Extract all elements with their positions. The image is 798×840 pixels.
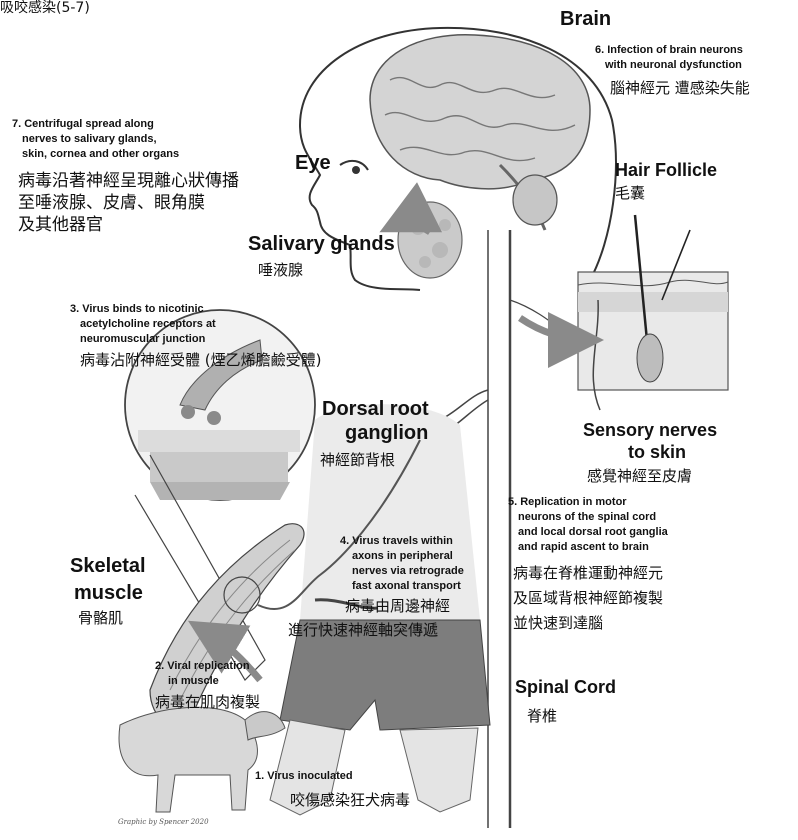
eye-label: Eye bbox=[295, 152, 331, 175]
step-3-line-3: neuromuscular junction bbox=[80, 333, 205, 346]
step-7-zh-3: 及其他器官 bbox=[18, 216, 103, 236]
skeletal-muscle-line-1: Skeletal bbox=[70, 555, 146, 578]
step-7-line-1: 7. Centrifugal spread along bbox=[12, 118, 154, 131]
dorsal-root-ganglion-zh: 神經節背根 bbox=[320, 452, 395, 469]
step-4-line-1: 4. Virus travels within bbox=[340, 535, 453, 548]
hair-follicle-label: Hair Follicle bbox=[615, 160, 717, 181]
step-4-line-2: axons in peripheral bbox=[352, 550, 453, 563]
brain-illustration bbox=[370, 35, 590, 230]
step-5-zh-3: 並快速到達腦 bbox=[513, 615, 603, 632]
step-4-line-4: fast axonal transport bbox=[352, 580, 461, 593]
step-2-line-1: 2. Viral replication bbox=[155, 660, 250, 673]
step-3-zh: 病毒沾附神經受體 (煙乙烯膽鹼受體) bbox=[80, 352, 321, 369]
step-6-line-1: 6. Infection of brain neurons bbox=[595, 44, 743, 57]
artist-signature: Graphic by Spencer 2020 bbox=[118, 818, 209, 826]
header-fragment: 吸咬感染(5-7) bbox=[0, 0, 90, 16]
dorsal-root-ganglion-line-2: ganglion bbox=[345, 422, 428, 445]
salivary-gland-illustration bbox=[398, 202, 462, 278]
sensory-nerves-line-1: Sensory nerves bbox=[583, 420, 717, 441]
step-7-zh-1: 病毒沿著神經呈現離心狀傳播 bbox=[18, 172, 239, 192]
step-5-zh-1: 病毒在脊椎運動神經元 bbox=[513, 565, 663, 582]
step-4-zh-2: 進行快速神經軸突傳遞 bbox=[288, 622, 438, 639]
skeletal-muscle-zh: 骨骼肌 bbox=[78, 610, 123, 627]
step-2-zh: 病毒在肌肉複製 bbox=[155, 694, 260, 711]
step-7-line-3: skin, cornea and other organs bbox=[22, 148, 179, 161]
eye-illustration bbox=[340, 161, 368, 174]
step-4-zh-1: 病毒由周邊神經 bbox=[345, 598, 450, 615]
step-5-line-4: and rapid ascent to brain bbox=[518, 541, 649, 554]
step-6-line-2: with neuronal dysfunction bbox=[605, 59, 742, 72]
step-5-line-3: and local dorsal root ganglia bbox=[518, 526, 668, 539]
brain-label: Brain bbox=[560, 8, 611, 31]
step-5-line-2: neurons of the spinal cord bbox=[518, 511, 656, 524]
skeletal-muscle-line-2: muscle bbox=[74, 582, 143, 605]
step-6-zh: 腦神經元 遭感染失能 bbox=[610, 80, 750, 97]
step-3-line-1: 3. Virus binds to nicotinic bbox=[70, 303, 204, 316]
salivary-glands-label: Salivary glands bbox=[248, 233, 395, 256]
hair-follicle-illustration bbox=[578, 215, 728, 410]
sensory-nerves-line-2: to skin bbox=[628, 442, 686, 463]
step-1-text: 1. Virus inoculated bbox=[255, 770, 353, 783]
step-2-line-2: in muscle bbox=[168, 675, 219, 688]
spinal-cord-label: Spinal Cord bbox=[515, 677, 616, 698]
step-5-zh-2: 及區域背根神經節複製 bbox=[513, 590, 663, 607]
dog-illustration bbox=[119, 707, 285, 812]
step-1-zh: 咬傷感染狂犬病毒 bbox=[290, 792, 410, 809]
step-7-zh-2: 至唾液腺、皮膚、眼角膜 bbox=[18, 194, 205, 214]
step-5-line-1: 5. Replication in motor bbox=[508, 496, 627, 509]
dorsal-root-ganglion-line-1: Dorsal root bbox=[322, 398, 429, 421]
spinal-cord-zh: 脊椎 bbox=[527, 708, 557, 725]
step-4-line-3: nerves via retrograde bbox=[352, 565, 464, 578]
salivary-glands-zh: 唾液腺 bbox=[258, 262, 303, 279]
step-7-line-2: nerves to salivary glands, bbox=[22, 133, 157, 146]
hair-follicle-zh: 毛囊 bbox=[615, 185, 645, 202]
step-3-line-2: acetylcholine receptors at bbox=[80, 318, 216, 331]
sensory-nerves-zh: 感覺神經至皮膚 bbox=[587, 468, 692, 485]
